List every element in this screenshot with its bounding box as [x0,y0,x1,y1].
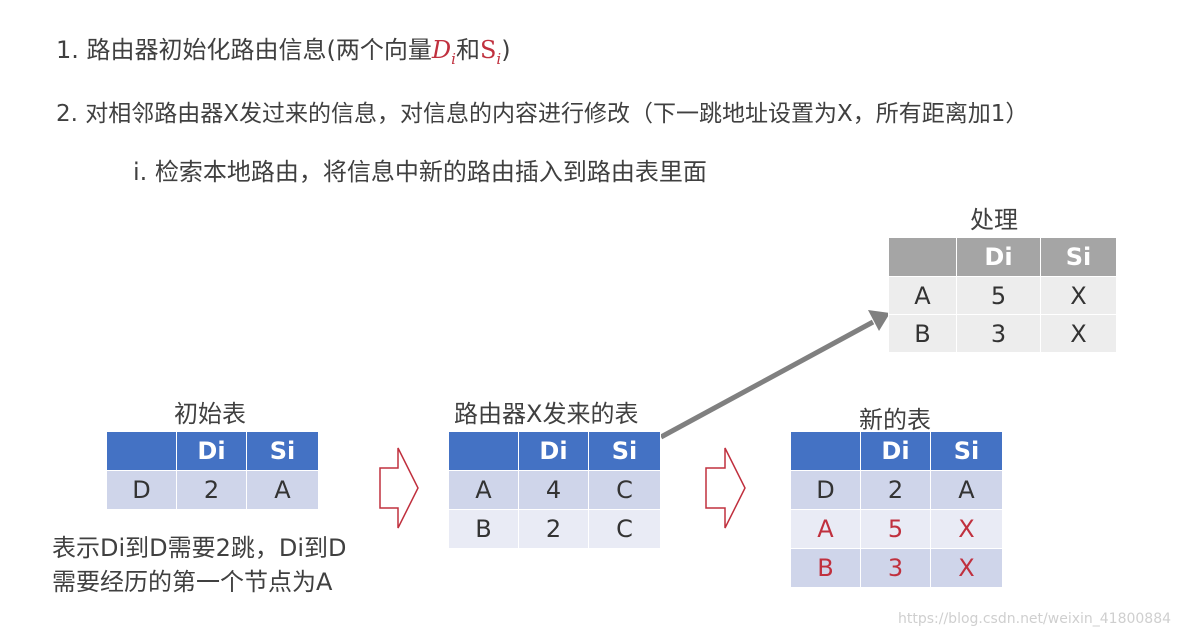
table-row: B 2 C [448,509,661,549]
table-cell: 3 [956,314,1041,353]
vector-d-subscript: i [451,49,456,68]
router-x-table-title: 路由器X发来的表 [454,400,639,428]
header-cell: Di [956,237,1041,277]
header-cell: Si [930,431,1003,471]
table-cell: X [930,548,1003,588]
table-cell: A [246,470,319,510]
table-cell: 5 [860,509,931,549]
step-1-prefix: 1. 路由器初始化路由信息(两个向量 [56,36,432,64]
table-header-row: Di Si [106,431,319,471]
table-cell: A [790,509,861,549]
table-cell: B [888,314,957,353]
step-1-suffix: ) [501,36,511,64]
table-cell: 2 [176,470,247,510]
note-line-2: 需要经历的第一个节点为A [52,568,333,596]
processed-table-title: 处理 [970,206,1018,234]
watermark: https://blog.csdn.net/weixin_41800884 [898,611,1172,627]
processed-table: Di Si A 5 X B 3 X [888,237,1117,353]
table-cell: 5 [956,276,1041,315]
table-cell: C [588,509,661,549]
table-cell: A [448,470,519,510]
header-cell: Di [518,431,589,471]
table-cell: 3 [860,548,931,588]
table-cell: 2 [860,470,931,510]
step-1-and: 和 [455,36,480,64]
header-cell: Si [246,431,319,471]
table-row: D 2 A [790,470,1003,510]
connector-line [659,319,875,440]
table-cell: C [588,470,661,510]
header-cell [888,237,957,277]
table-cell: A [930,470,1003,510]
header-cell: Di [176,431,247,471]
new-table-title: 新的表 [859,406,931,434]
table-header-row: Di Si [448,431,661,471]
flow-arrow-1 [379,447,419,529]
vector-s: Si [479,36,501,68]
table-cell: B [448,509,519,549]
table-cell: 2 [518,509,589,549]
header-cell [106,431,177,471]
router-x-table: Di Si A 4 C B 2 C [448,431,661,549]
header-cell [448,431,519,471]
table-row: A 4 C [448,470,661,510]
table-row: B 3 X [888,314,1117,353]
flow-arrow-2 [705,447,746,529]
table-cell: X [1040,276,1117,315]
connector-arrowhead [868,310,890,331]
table-cell: D [106,470,177,510]
explanation-note: 表示Di到D需要2跳，Di到D 需要经历的第一个节点为A [52,531,347,599]
table-row-new-entry: B 3 X [790,548,1003,588]
table-header-row: Di Si [790,431,1003,471]
table-cell: D [790,470,861,510]
table-cell: 4 [518,470,589,510]
vector-d-letter: D [431,36,452,64]
header-cell [790,431,861,471]
new-table: Di Si D 2 A A 5 X B 3 X [790,431,1003,588]
vector-d: Di [431,36,456,68]
header-cell: Di [860,431,931,471]
vector-s-subscript: i [496,49,502,68]
table-cell: X [930,509,1003,549]
note-line-1: 表示Di到D需要2跳，Di到D [52,534,347,562]
table-cell: X [1040,314,1117,353]
initial-table-title: 初始表 [174,400,246,428]
header-cell: Si [588,431,661,471]
table-row: A 5 X [888,276,1117,315]
initial-table: Di Si D 2 A [106,431,319,510]
step-2i-text: i. 检索本地路由，将信息中新的路由插入到路由表里面 [133,158,707,186]
table-row-new-entry: A 5 X [790,509,1003,549]
table-cell: A [888,276,957,315]
table-cell: B [790,548,861,588]
table-header-row: Di Si [888,237,1117,277]
step-2-text: 2. 对相邻路由器X发过来的信息，对信息的内容进行修改（下一跳地址设置为X，所有… [56,101,1029,127]
table-row: D 2 A [106,470,319,510]
vector-s-letter: S [479,36,497,64]
header-cell: Si [1040,237,1117,277]
step-1-text: 1. 路由器初始化路由信息(两个向量Di和Si) [56,30,511,68]
